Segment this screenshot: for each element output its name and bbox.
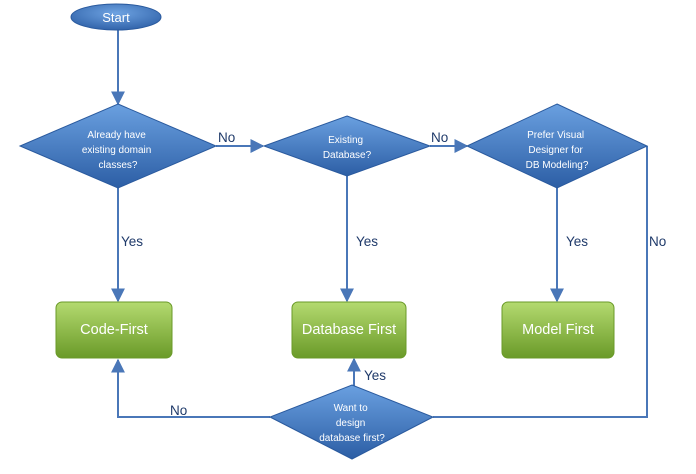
edge-label-decision2-no: No [431,130,448,145]
decision-visual-designer-line1: Prefer Visual [527,130,584,141]
edge-label-decision2-yes: Yes [356,234,378,249]
decision-domain-classes-line2: existing domain [82,145,151,156]
start-label: Start [102,10,130,25]
edge-decision3-no [433,146,648,418]
outcome-code-first: Code-First [55,301,173,359]
edge-label-decision4-yes: Yes [364,368,386,383]
decision-design-db-first-line3: database first? [319,433,385,444]
decision-visual-designer: Prefer Visual Designer for DB Modeling? [465,103,649,189]
decision-design-db-first: Want to design database first? [268,384,435,460]
decision-domain-classes: Already have existing domain classes? [18,103,218,189]
edge-label-decision3-yes: Yes [566,234,588,249]
edge-label-decision3-no: No [649,234,666,249]
svg-text:Prefer Visual Designer f: Prefer Visual Designer for DB Modeling? [526,130,589,171]
edge-label-decision1-no: No [218,130,235,145]
decision-existing-database-line1: Existing [328,135,363,146]
outcome-code-first-label: Code-First [80,322,148,338]
decision-visual-designer-line2: Designer for [528,145,583,156]
outcome-database-first-label: Database First [302,322,396,338]
edge-decision4-no [111,358,270,418]
decision-design-db-first-line1: Want to [334,403,369,414]
decision-existing-database-line2: Database? [323,150,372,161]
decision-domain-classes-line3: classes? [99,160,138,171]
decision-visual-designer-line3: DB Modeling? [526,160,589,171]
decision-existing-database: Existing Database? [262,115,432,177]
svg-text:Want to design dat: Want to design database first? [319,403,385,444]
decision-design-db-first-line2: design [336,418,365,429]
svg-text:Existing Database?: Existing Database? [323,135,372,161]
edge-label-decision4-no: No [170,403,187,418]
outcome-database-first: Database First [291,301,407,359]
start-node: Start [70,3,162,31]
edge-label-decision1-yes: Yes [121,234,143,249]
outcome-model-first-label: Model First [522,322,594,338]
connectors [111,30,648,418]
svg-text:Already have existing do: Already have existing domain classes? [82,130,154,171]
outcome-model-first: Model First [501,301,615,359]
decision-domain-classes-line1: Already have [87,130,146,141]
